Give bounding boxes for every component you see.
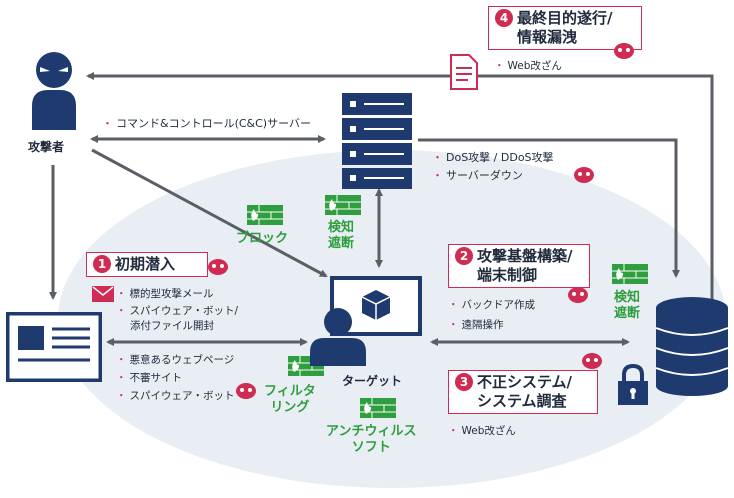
detect-label-1: 検知遮断 bbox=[328, 220, 355, 251]
database-icon bbox=[655, 297, 729, 396]
stage1-item-b1: ・不審サイト bbox=[116, 372, 182, 384]
lock-icon bbox=[618, 364, 648, 405]
mail-icon bbox=[92, 286, 114, 302]
stage1-item-a0: ・標的型攻撃メール bbox=[116, 288, 214, 300]
attacker-target-arrow bbox=[91, 148, 328, 278]
stage4-number: 4 bbox=[495, 9, 513, 27]
stage1-item-b0: ・悪意あるウェブページ bbox=[116, 354, 235, 366]
firewall-icon bbox=[360, 398, 396, 418]
stage1-item-b2: ・スパイウェア・ボット bbox=[116, 390, 235, 402]
malware-bug-icon bbox=[568, 287, 588, 303]
firewall-icon bbox=[247, 205, 283, 225]
stage1-number: 1 bbox=[93, 255, 111, 273]
server-db-arrow bbox=[418, 138, 680, 278]
stage2-item-1: ・遠隔操作 bbox=[448, 319, 504, 331]
attacker-icon bbox=[32, 52, 76, 130]
stage3-title-2: システム調査 bbox=[477, 392, 567, 410]
stage3-title-1: 不正システム/ bbox=[477, 373, 573, 391]
stage4-item: ・Web改ざん bbox=[494, 60, 562, 72]
firewall-icon bbox=[612, 264, 648, 284]
target-label: ターゲット bbox=[342, 374, 403, 388]
detect-label-2: 検知遮断 bbox=[614, 290, 641, 321]
stage2-item-0: ・バックドア作成 bbox=[448, 299, 535, 311]
cnc-label: ・コマンド&コントロール(C&C)サーバー bbox=[102, 117, 311, 130]
stage1-item-a2: 添付ファイル開封 bbox=[130, 320, 214, 332]
stage4-title-2: 情報漏洩 bbox=[517, 28, 578, 46]
document-icon bbox=[450, 54, 478, 90]
server-icon bbox=[342, 93, 412, 189]
block-label: ブロック bbox=[236, 231, 289, 246]
malware-bug-icon bbox=[582, 353, 602, 369]
stage2-number: 2 bbox=[455, 247, 473, 265]
malware-bug-icon bbox=[574, 167, 594, 183]
malware-bug-icon bbox=[236, 383, 256, 399]
stage4-title-1: 最終目的遂行/ bbox=[517, 9, 613, 27]
server-item-dos: ・DoS攻撃 / DDoS攻撃 bbox=[432, 151, 554, 164]
firewall-icon bbox=[325, 195, 361, 215]
filtering-label: フィルタリング bbox=[264, 384, 316, 415]
stage2-title-1: 攻撃基盤構築/ bbox=[477, 247, 573, 265]
stage3-number: 3 bbox=[455, 373, 473, 391]
target-user-icon bbox=[310, 276, 422, 366]
exfil-arrow bbox=[86, 72, 714, 338]
stage3-item-0: ・Web改ざん bbox=[448, 425, 516, 437]
stage1-item-a1: ・スパイウェア・ボット/ bbox=[116, 305, 239, 317]
antivirus-label: アンチウィルスソフト bbox=[326, 424, 417, 455]
stage2-title-2: 端末制御 bbox=[477, 266, 538, 284]
attacker-label: 攻撃者 bbox=[28, 140, 65, 154]
web-page-icon bbox=[6, 312, 102, 382]
malware-bug-icon bbox=[614, 43, 634, 59]
server-item-down: ・サーバーダウン bbox=[432, 169, 523, 182]
malware-bug-icon bbox=[208, 259, 228, 275]
stage1-title: 初期潜入 bbox=[115, 255, 176, 273]
